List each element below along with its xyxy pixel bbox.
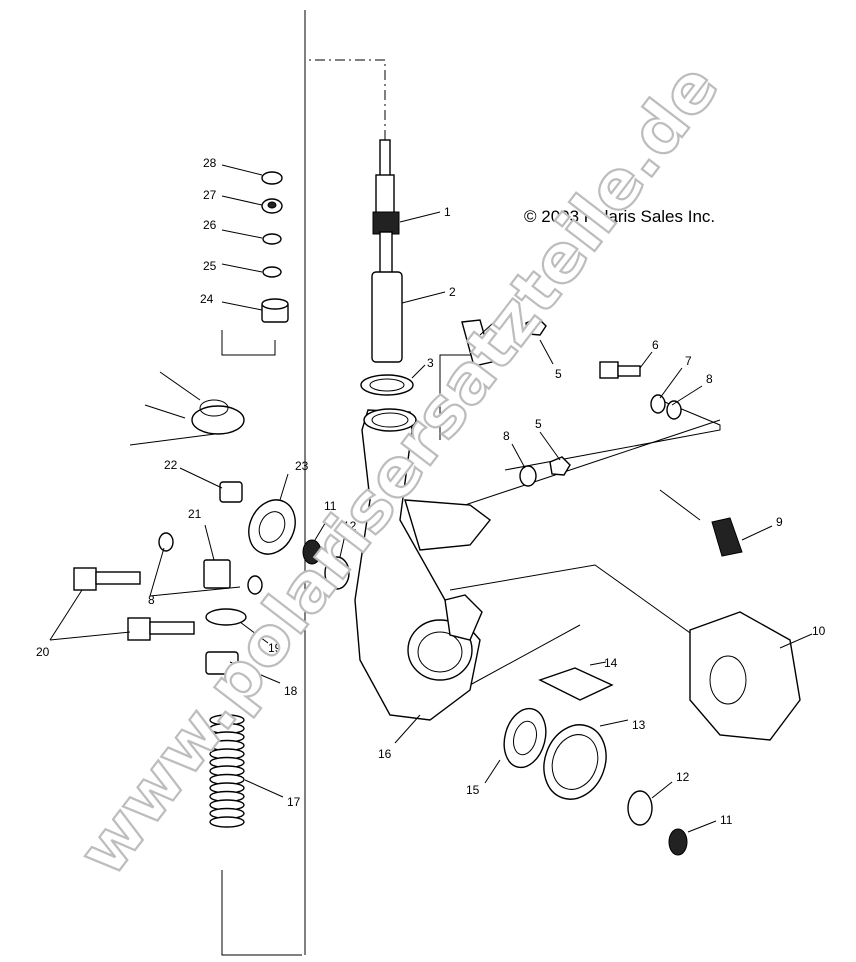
callout-20: 20 [36, 645, 50, 659]
spring-coil [209, 816, 245, 828]
right-side-parts [461, 317, 801, 856]
spindle-knuckle [354, 408, 491, 721]
callout-21: 21 [188, 507, 202, 521]
callout-25: 25 [203, 259, 217, 273]
callout-16: 16 [378, 747, 392, 761]
callout-11: 11 [720, 813, 733, 827]
callout-7: 7 [685, 354, 692, 368]
callout-4: 4 [508, 298, 515, 312]
callout-labels: 1 2 3 4 5 5 6 7 8 8 8 9 10 11 11 12 12 1… [36, 156, 826, 827]
callout-1: 1 [444, 205, 451, 219]
callout-9: 9 [776, 515, 783, 529]
strut-assembly [360, 139, 414, 396]
assembly-lines [221, 10, 721, 956]
callout-12: 12 [676, 770, 690, 784]
callout-19: 19 [268, 641, 282, 655]
top-mount-stack [129, 171, 289, 446]
callout-22: 22 [164, 458, 178, 472]
callout-3: 3 [427, 356, 434, 370]
callout-8: 8 [503, 429, 510, 443]
callout-8: 8 [148, 593, 155, 607]
callout-11: 11 [324, 499, 337, 513]
copyright-notice: © 2003 Polaris Sales Inc. [524, 207, 715, 226]
callout-23: 23 [295, 459, 309, 473]
callout-2: 2 [449, 285, 456, 299]
callout-26: 26 [203, 218, 217, 232]
callout-5: 5 [555, 367, 562, 381]
leader-lines [49, 164, 813, 833]
left-hardware [73, 481, 350, 675]
callout-15: 15 [466, 783, 480, 797]
callout-14: 14 [604, 656, 618, 670]
callout-12: 12 [343, 519, 357, 533]
callout-13: 13 [632, 718, 646, 732]
callout-8: 8 [706, 372, 713, 386]
callout-28: 28 [203, 156, 217, 170]
callout-18: 18 [284, 684, 298, 698]
callout-10: 10 [812, 624, 826, 638]
callout-5: 5 [535, 417, 542, 431]
callout-17: 17 [287, 795, 301, 809]
callout-24: 24 [200, 292, 214, 306]
callout-6: 6 [652, 338, 659, 352]
coil-spring [209, 714, 245, 828]
callout-27: 27 [203, 188, 217, 202]
